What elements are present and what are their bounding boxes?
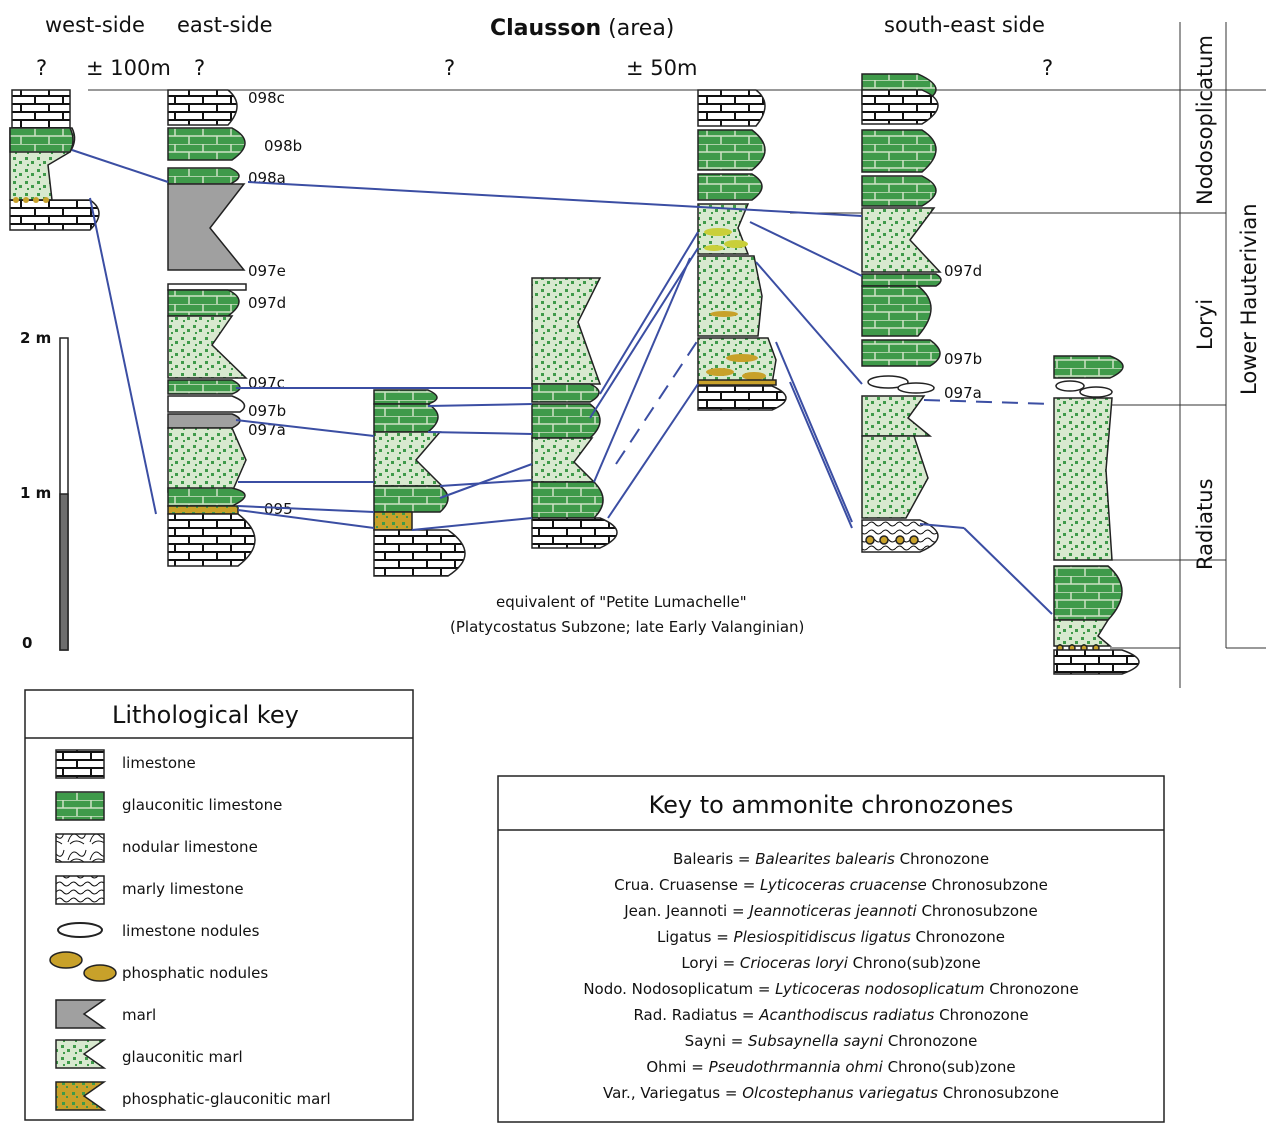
- question-mark: ?: [194, 56, 205, 80]
- ammonite-key-row: Ligatus = Plesiospitidiscus ligatus Chro…: [657, 928, 1005, 946]
- question-mark: ?: [444, 56, 455, 80]
- lithological-key: Lithological key limestone glauconitic l…: [24, 689, 414, 1121]
- scale-1m: 1 m: [20, 484, 51, 502]
- petite-lumachelle-note-line1: equivalent of "Petite Lumachelle": [496, 593, 747, 611]
- lith-key-item: phosphatic nodules: [122, 964, 268, 982]
- ammonite-key-row: Ohmi = Pseudothrmannia ohmi Chrono(sub)z…: [646, 1058, 1015, 1076]
- bed-098b: 098b: [264, 137, 302, 155]
- bed-097d-right: 097d: [944, 262, 982, 280]
- lith-key-item: marly limestone: [122, 880, 244, 898]
- scale-0: 0: [22, 634, 32, 652]
- column-3: [373, 389, 466, 577]
- ammonite-key-row: Loryi = Crioceras loryi Chrono(sub)zone: [681, 954, 980, 972]
- column-4: [531, 277, 618, 549]
- question-mark: ?: [36, 56, 47, 80]
- ammonite-key-title: Key to ammonite chronozones: [649, 791, 1014, 819]
- bed-097c: 097c: [248, 374, 285, 392]
- limestone-swatch: [55, 749, 105, 779]
- south-east-side-label: south-east side: [884, 13, 1045, 37]
- zone-loryi: Loryi: [1193, 299, 1217, 350]
- lith-key-title: Lithological key: [112, 701, 299, 729]
- zone-nodosoplicatum: Nodosoplicatum: [1193, 35, 1217, 205]
- east-side-label: east-side: [177, 13, 273, 37]
- distance-50m: ± 50m: [626, 56, 697, 80]
- marl-swatch: [55, 999, 107, 1029]
- column-5: [697, 89, 787, 411]
- glauconitic-marl-swatch: [55, 1039, 107, 1069]
- column-east-side: [167, 89, 256, 567]
- ammonite-chronozone-key: Key to ammonite chronozones Balearis = B…: [497, 775, 1165, 1123]
- scale-bar: 2 m 1 m 0: [20, 329, 69, 652]
- lith-key-item: nodular limestone: [122, 838, 258, 856]
- south-east-bed-labels: 097d 097b 097a: [944, 262, 982, 402]
- lith-key-item: glauconitic marl: [122, 1048, 243, 1066]
- column-7: [1053, 355, 1140, 675]
- ammonite-key-row: Var., Variegatus = Olcostephanus variega…: [603, 1084, 1059, 1102]
- bed-097e: 097e: [248, 262, 286, 280]
- ammonite-key-rows: Balearis = Balearites balearis Chronozon…: [583, 850, 1078, 1102]
- east-side-bed-labels: 098c 098b 098a 097e 097d 097c 097b 097a …: [248, 89, 302, 518]
- column-south-east: [861, 73, 942, 553]
- limestone-nodules-swatch: [57, 922, 103, 938]
- scale-2m: 2 m: [20, 329, 51, 347]
- ammonite-key-row: Jean. Jeannoti = Jeannoticeras jeannoti …: [623, 902, 1038, 920]
- nodular-limestone-swatch: [55, 833, 105, 863]
- column-west-side: [9, 89, 100, 231]
- phosphatic-glauconitic-marl-swatch: [55, 1081, 107, 1111]
- bed-097b: 097b: [248, 402, 286, 420]
- petite-lumachelle-note-line2: (Platycostatus Subzone; late Early Valan…: [450, 618, 804, 636]
- ammonite-key-row: Balearis = Balearites balearis Chronozon…: [673, 850, 989, 868]
- ammonite-key-row: Sayni = Subsaynella sayni Chronozone: [685, 1032, 978, 1050]
- bed-098c: 098c: [248, 89, 285, 107]
- lith-key-item: phosphatic-glauconitic marl: [122, 1090, 331, 1108]
- ammonite-key-row: Nodo. Nodosoplicatum = Lyticoceras nodos…: [583, 980, 1078, 998]
- bed-097a-right: 097a: [944, 384, 982, 402]
- ammonite-key-row: Crua. Cruasense = Lyticoceras cruacense …: [614, 876, 1048, 894]
- lith-key-item: glauconitic limestone: [122, 796, 282, 814]
- correlation-lines: [71, 149, 1055, 615]
- zone-radiatus: Radiatus: [1193, 478, 1217, 570]
- bed-097b-right: 097b: [944, 350, 982, 368]
- lith-key-item: limestone nodules: [122, 922, 260, 940]
- distance-100m: ± 100m: [86, 56, 171, 80]
- header: west-side east-side Clausson (area) sout…: [36, 13, 1053, 80]
- ammonite-key-row: Rad. Radiatus = Acanthodiscus radiatus C…: [633, 1006, 1028, 1024]
- west-side-label: west-side: [45, 13, 145, 37]
- phosphatic-nodules-swatch: [49, 951, 117, 982]
- question-mark: ?: [1042, 56, 1053, 80]
- glauconitic-limestone-swatch: [55, 791, 105, 821]
- stage-lower-hauterivian: Lower Hauterivian: [1237, 203, 1261, 395]
- marly-limestone-swatch: [55, 875, 105, 905]
- lith-key-item: limestone: [122, 754, 196, 772]
- area-title: Clausson (area): [490, 16, 674, 41]
- lith-key-item: marl: [122, 1006, 156, 1024]
- bed-097d: 097d: [248, 294, 286, 312]
